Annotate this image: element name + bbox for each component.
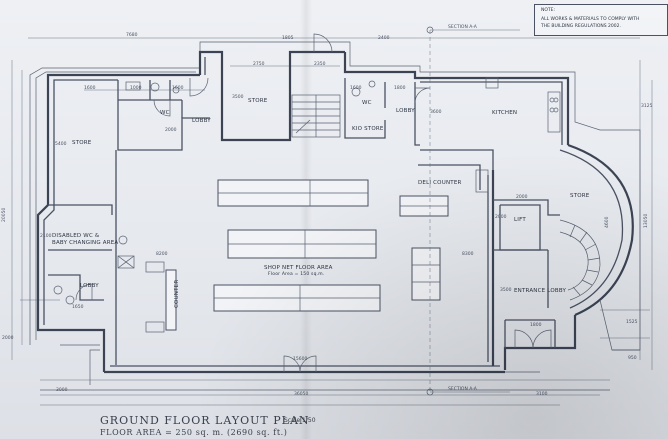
dim-lift-h: 2000	[495, 215, 507, 220]
note-line-1: ALL WORKS & MATERIALS TO COMPLY WITH	[541, 17, 640, 22]
room-wc-top-left: WC	[160, 110, 170, 116]
room-lobby-top-left: LOBBY	[192, 118, 211, 124]
dim-entrance-w: 1800	[530, 323, 542, 328]
room-disabled-wc: DISABLED WC &	[52, 233, 100, 239]
dim-entrance-h: 3500	[500, 288, 512, 293]
dim-left-h: 5400	[55, 142, 67, 147]
room-lift: LIFT	[514, 217, 526, 223]
dim-top-f: 1805	[282, 36, 294, 41]
room-entrance-lobby: ENTRANCE LOBBY	[514, 288, 567, 294]
dim-top-left-a: 1600	[84, 86, 96, 91]
building-walls	[36, 50, 634, 374]
staircase-top	[291, 94, 341, 138]
dim-left-f: 2000	[2, 336, 14, 341]
dim-bottom-small: 1650	[72, 305, 84, 310]
sanitary-fittings	[53, 80, 376, 333]
section-markers	[426, 26, 434, 396]
section-label-top: SECTION A-A	[448, 25, 477, 30]
room-kitchen: KITCHEN	[492, 110, 518, 116]
dim-store-right-h: 4600	[605, 216, 610, 228]
dimension-lines	[11, 29, 653, 406]
interior-partitions	[48, 78, 560, 365]
dim-top-left-b: 1000	[130, 86, 142, 91]
room-wc-top-right: WC	[362, 100, 372, 106]
room-store-right: STORE	[570, 193, 590, 199]
dim-wc-w: 1600	[350, 86, 362, 91]
room-store-top: STORE	[248, 98, 268, 104]
dim-counter-h: 8200	[156, 252, 168, 257]
dim-right-a: 1525	[626, 320, 638, 325]
dim-lift-w: 2000	[516, 195, 528, 200]
door-swings	[75, 33, 552, 373]
note-heading: NOTE:	[541, 8, 556, 13]
section-label-bottom: SECTION A-A	[448, 387, 477, 392]
room-kitstore: KIO STORE	[352, 126, 384, 132]
dim-store-top-w: 2750	[253, 62, 265, 67]
site-boundary-bottom	[40, 299, 640, 391]
dim-right-b: 950	[628, 356, 637, 361]
drawing-title: GROUND FLOOR LAYOUT PLAN	[100, 414, 310, 427]
room-deli-counter: DELI COUNTER	[418, 180, 462, 186]
dim-shop-w: 15600	[293, 357, 308, 362]
dim-top-e: 7680	[126, 33, 138, 38]
dim-right-c: 3125	[641, 104, 653, 109]
dim-disabled-h: 2100	[40, 234, 52, 239]
dim-lobby-w: 1800	[394, 86, 406, 91]
room-lobby-bottom-left: LOBBY	[80, 283, 99, 289]
dim-store-top-w2: 2350	[314, 62, 326, 67]
dim-left-e: 20050	[2, 207, 7, 222]
dim-kitchen-h: 3600	[430, 110, 442, 115]
room-store-left: STORE	[72, 140, 92, 146]
dim-right-overall: 3100	[536, 392, 548, 397]
dim-right-d: 13050	[644, 213, 649, 228]
room-lobby-top-right: LOBBY	[396, 108, 415, 114]
dim-overall-w: 36050	[294, 392, 309, 397]
dim-top-left-c: 1600	[172, 86, 184, 91]
room-baby-changing: BABY CHANGING AREA	[52, 240, 119, 246]
room-shop-floor-area: Floor Area = 150 sq.m.	[268, 272, 325, 277]
dim-store-h: 3500	[232, 95, 244, 100]
dim-left-overall: 3000	[56, 388, 68, 393]
dim-deli-h: 8300	[462, 252, 474, 257]
notes-box: NOTE: ALL WORKS & MATERIALS TO COMPLY WI…	[534, 4, 668, 36]
spiral-staircase-right	[559, 219, 601, 301]
shop-shelving	[165, 179, 449, 331]
room-counter: COUNTER	[174, 279, 180, 308]
site-boundary	[29, 41, 641, 351]
room-shop-floor: SHOP NET FLOOR AREA	[264, 265, 333, 271]
dim-top-g: 2400	[378, 36, 390, 41]
note-line-2: THE BUILDING REGULATIONS 2002.	[541, 24, 621, 29]
drawing-scale: Scale 1/50	[284, 417, 316, 424]
floor-area: FLOOR AREA = 250 sq. m. (2690 sq. ft.)	[100, 428, 288, 437]
dim-left-w: 2000	[165, 128, 177, 133]
kitchen-fittings	[475, 77, 561, 193]
